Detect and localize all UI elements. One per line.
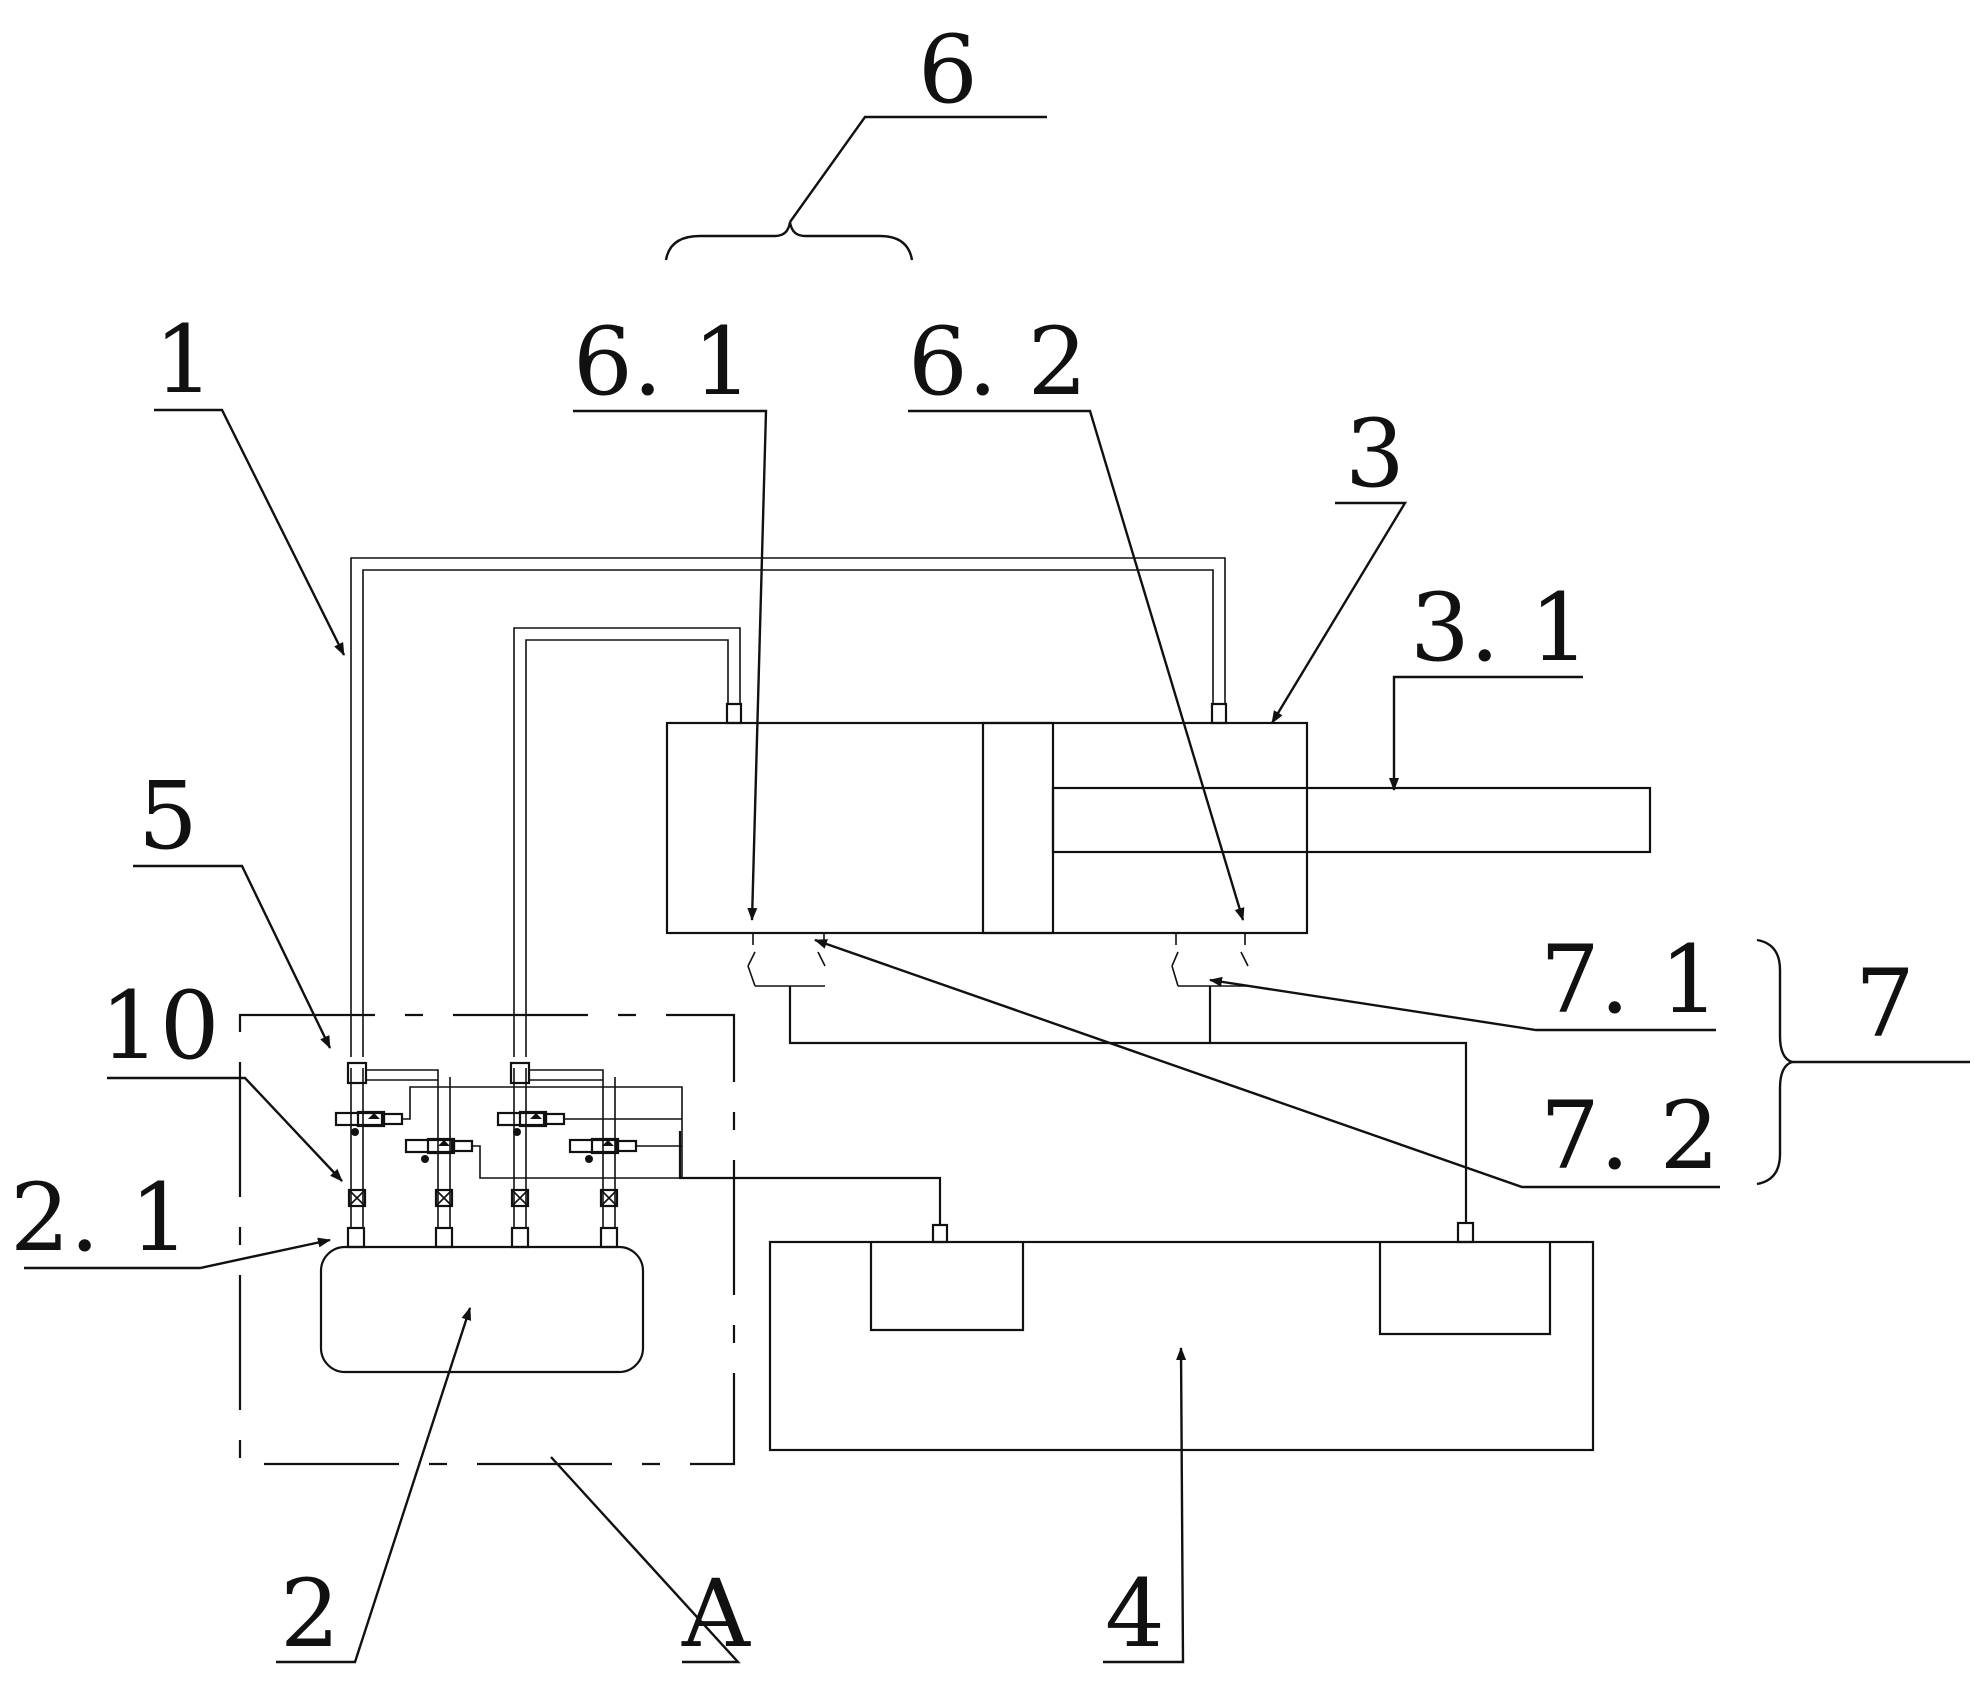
piston-rod: [1051, 786, 1652, 854]
check-valve: [347, 1188, 619, 1208]
valve-block: [334, 1061, 683, 1228]
sensor-6-2: [1171, 933, 1249, 987]
piston: [981, 721, 1055, 935]
label-7-1: 7. 1: [1540, 926, 1719, 1035]
sensor-6-1: [747, 933, 826, 987]
label-7: 7: [1855, 950, 1915, 1059]
label-10: 10: [100, 972, 220, 1081]
controller-port-left: [931, 1223, 949, 1244]
label-5: 5: [138, 762, 198, 871]
leader-lines: [24, 115, 1970, 1664]
label-2: 2: [280, 1560, 340, 1669]
label-6-2: 6. 2: [908, 308, 1087, 417]
signal-line: [788, 986, 1468, 1223]
label-3: 3: [1345, 400, 1405, 509]
label-3-1: 3. 1: [1410, 574, 1589, 683]
cylinder-port-right: [1210, 702, 1228, 725]
labels: 6 1 6. 1 6. 2 3 3. 1 5 7. 1 7 10 7. 2 2.…: [10, 16, 1915, 1669]
cylinder-port-left: [725, 702, 743, 725]
pipes: [350, 557, 1226, 1057]
sensors: [747, 933, 1468, 1223]
label-6: 6: [918, 16, 978, 125]
controller-unit: [678, 1131, 1595, 1452]
hydraulic-cylinder: [665, 702, 1652, 935]
detail-region-a: [238, 1013, 736, 1466]
label-2-1: 2. 1: [10, 1164, 189, 1273]
label-A: A: [681, 1560, 751, 1669]
label-6-1: 6. 1: [573, 308, 752, 417]
accumulator: [319, 1226, 645, 1374]
label-1: 1: [154, 306, 214, 415]
controller-port-right: [1456, 1221, 1475, 1244]
label-4: 4: [1105, 1560, 1165, 1669]
label-7-2: 7. 2: [1540, 1082, 1719, 1191]
